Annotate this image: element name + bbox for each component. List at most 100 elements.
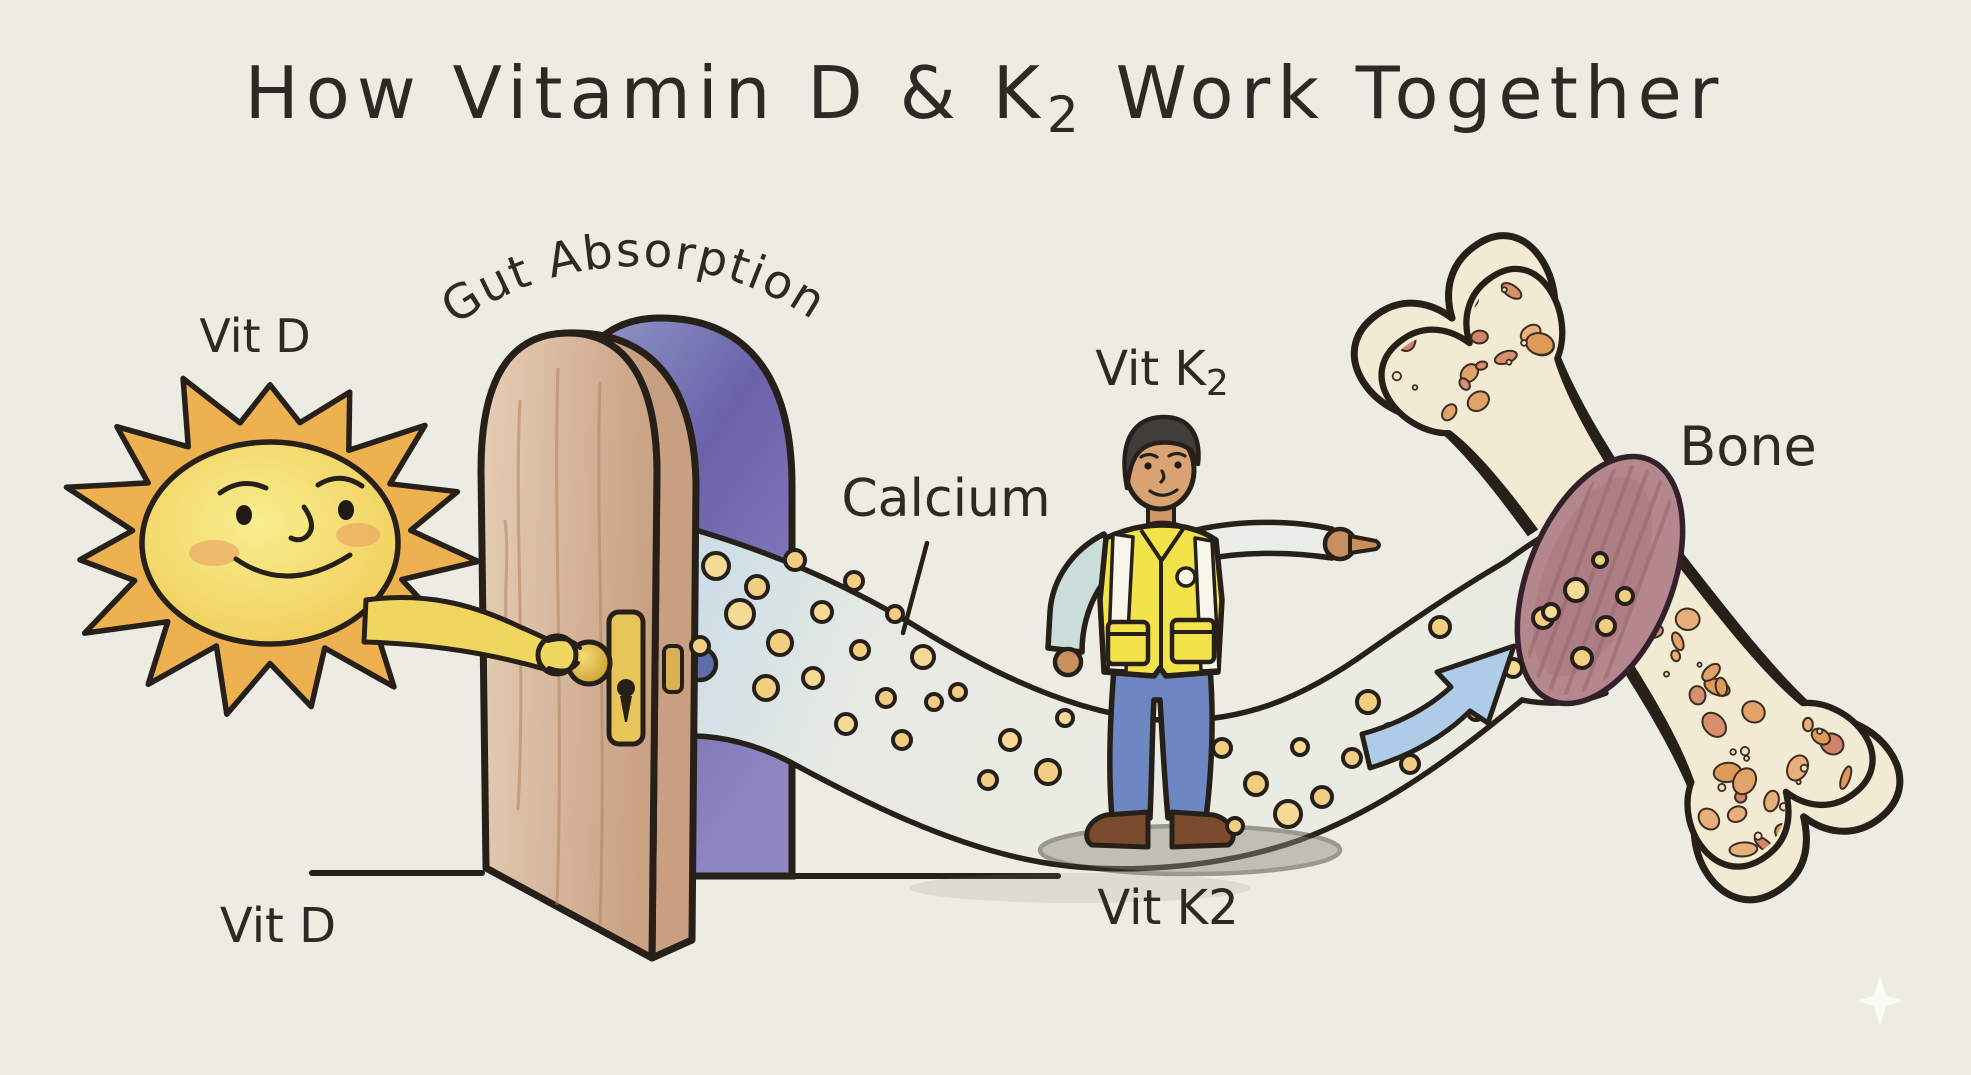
calcium-dot bbox=[1563, 577, 1589, 603]
sun-cheek bbox=[189, 540, 239, 566]
worker-hair bbox=[1122, 414, 1201, 491]
calcium-pointer-line bbox=[900, 540, 930, 636]
bone-speckle bbox=[1810, 727, 1831, 746]
calcium-dot bbox=[1541, 602, 1561, 622]
sun-eye bbox=[236, 505, 252, 525]
calcium-dot bbox=[1428, 615, 1452, 639]
calcium-dot bbox=[1225, 816, 1245, 836]
calcium-dot bbox=[885, 604, 905, 624]
vitamin-d-sun bbox=[63, 375, 582, 717]
sun-hand bbox=[535, 633, 579, 677]
bone-speckle bbox=[1670, 649, 1682, 663]
worker-pointing-finger bbox=[1348, 534, 1381, 555]
bone-speckle bbox=[1697, 807, 1721, 831]
bone-speckle bbox=[1701, 711, 1728, 738]
stream-shading bbox=[910, 873, 1250, 903]
calcium-dot bbox=[834, 712, 858, 736]
calcium-dot bbox=[977, 769, 999, 791]
bone-speckle bbox=[1802, 716, 1814, 733]
calcium-dot bbox=[766, 629, 794, 657]
bone-speckle bbox=[1500, 282, 1523, 300]
label-vit-k2-top: Vit K2 bbox=[1095, 341, 1229, 404]
sun-eye bbox=[338, 500, 354, 520]
calcium-dot bbox=[724, 598, 756, 630]
label-vit-d-bottom: Vit D bbox=[220, 898, 336, 954]
bone-speckle bbox=[1411, 384, 1419, 391]
bone-speckle bbox=[1696, 661, 1703, 668]
sun-cheek bbox=[336, 523, 380, 547]
calcium-dot bbox=[948, 682, 968, 702]
vest-pocket bbox=[1105, 619, 1151, 667]
bone-speckle bbox=[1795, 779, 1802, 786]
worker-left-hand bbox=[1052, 646, 1084, 678]
vest-zipper bbox=[1139, 527, 1185, 672]
calcium-dot bbox=[1034, 758, 1062, 786]
calcium-dot bbox=[1055, 708, 1075, 728]
calcium-dot bbox=[1591, 551, 1609, 569]
bone-speckle bbox=[1741, 700, 1766, 724]
sun-face bbox=[139, 439, 401, 647]
door-handle-plate bbox=[606, 609, 646, 747]
door-latch-plate bbox=[662, 644, 684, 694]
bone-speckle bbox=[1474, 360, 1489, 371]
bone-speckle bbox=[1663, 670, 1670, 678]
bone-speckle bbox=[1500, 286, 1508, 294]
calcium-dot bbox=[1595, 615, 1617, 637]
calcium-dot bbox=[1341, 747, 1363, 769]
bone-speckle bbox=[1441, 403, 1458, 422]
bone-speckle bbox=[1717, 782, 1727, 792]
bone-speckle bbox=[1743, 754, 1750, 762]
bone-speckle bbox=[1714, 676, 1729, 697]
bone-speckle bbox=[1753, 831, 1763, 841]
calcium-dot bbox=[998, 728, 1022, 752]
bone-speckle bbox=[1391, 371, 1402, 382]
calcium-dot bbox=[1615, 586, 1635, 606]
calcium-dot bbox=[744, 574, 770, 600]
calcium-dot bbox=[1243, 771, 1269, 797]
marrow-hatch-line bbox=[1548, 463, 1635, 691]
flow-arrow-icon bbox=[1359, 643, 1517, 771]
sun-hand-fingers bbox=[546, 637, 582, 673]
keyhole-icon bbox=[616, 679, 635, 722]
calcium-dot bbox=[924, 692, 944, 712]
calcium-dot bbox=[875, 687, 897, 709]
calcium-dot bbox=[1570, 646, 1594, 670]
label-vit-k2-bottom: Vit K2 bbox=[1097, 880, 1238, 936]
calcium-dot bbox=[1273, 799, 1303, 829]
bone-speckle bbox=[1732, 767, 1758, 796]
floor-line bbox=[309, 870, 1061, 879]
calcium-dot bbox=[810, 600, 834, 624]
sparkle-watermark-icon bbox=[1856, 976, 1904, 1026]
worker-eye bbox=[1174, 461, 1182, 469]
stream-bottom-edge bbox=[645, 690, 1609, 872]
worker-face bbox=[1139, 451, 1187, 497]
worker-shoe bbox=[1169, 809, 1236, 850]
bone-speckle bbox=[1728, 841, 1759, 858]
bone-speckle bbox=[1786, 754, 1810, 782]
label-calcium: Calcium bbox=[841, 469, 1050, 529]
worker-jeans bbox=[1107, 665, 1215, 821]
calcium-dot bbox=[891, 729, 913, 751]
calcium-dot bbox=[752, 674, 780, 702]
calcium-dot bbox=[849, 639, 871, 661]
bone-speckle bbox=[1688, 685, 1707, 706]
marrow-hatch-line bbox=[1593, 481, 1680, 709]
worker-shoe bbox=[1084, 809, 1151, 850]
label-vit-d-top: Vit D bbox=[199, 309, 310, 363]
calcium-dot bbox=[689, 635, 711, 657]
calcium-dot bbox=[801, 666, 825, 690]
bone-speckle bbox=[1505, 358, 1513, 366]
marrow-hatch-line bbox=[1518, 451, 1606, 679]
calcium-dot bbox=[1290, 737, 1310, 757]
calcium-dot bbox=[701, 551, 731, 581]
vest-badge bbox=[1175, 566, 1197, 588]
bone-speckle bbox=[1739, 746, 1751, 757]
vitamin-k2-worker bbox=[1045, 414, 1381, 850]
bone-speckle bbox=[1763, 789, 1780, 813]
bone-speckle bbox=[1816, 727, 1824, 735]
bone-speckle bbox=[1729, 748, 1737, 756]
bone-speckle bbox=[1674, 607, 1701, 631]
label-bone: Bone bbox=[1679, 415, 1817, 478]
